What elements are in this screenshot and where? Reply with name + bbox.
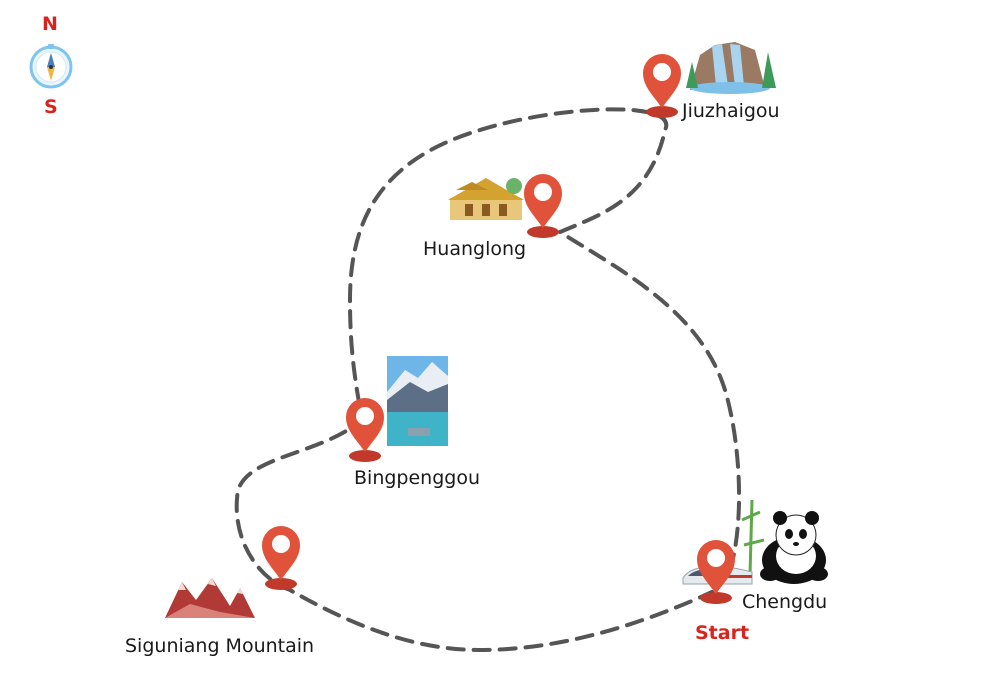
pin-huanglong[interactable] — [524, 174, 562, 238]
label-jiuzhaigou: Jiuzhaigou — [682, 100, 780, 122]
compass-south-label: S — [44, 96, 58, 118]
glacier-lake-photo-icon — [387, 356, 448, 446]
label-chengdu: Chengdu — [742, 591, 828, 613]
label-huanglong: Huanglong — [423, 238, 527, 260]
start-label: Start — [695, 622, 750, 644]
label-siguniang-mountain: Siguniang Mountain — [125, 635, 315, 657]
pin-bingpenggou[interactable] — [346, 398, 384, 462]
pin-jiuzhaigou[interactable] — [643, 54, 681, 118]
label-bingpenggou: Bingpenggou — [354, 467, 480, 489]
pin-siguniang[interactable] — [262, 526, 300, 590]
route-line — [234, 107, 742, 653]
temple-icon — [448, 178, 524, 220]
compass-north-label: N — [42, 13, 58, 35]
waterfall-icon — [686, 42, 776, 94]
panda-icon — [741, 499, 828, 584]
mountain-icon — [165, 578, 255, 618]
compass-icon — [29, 44, 73, 89]
